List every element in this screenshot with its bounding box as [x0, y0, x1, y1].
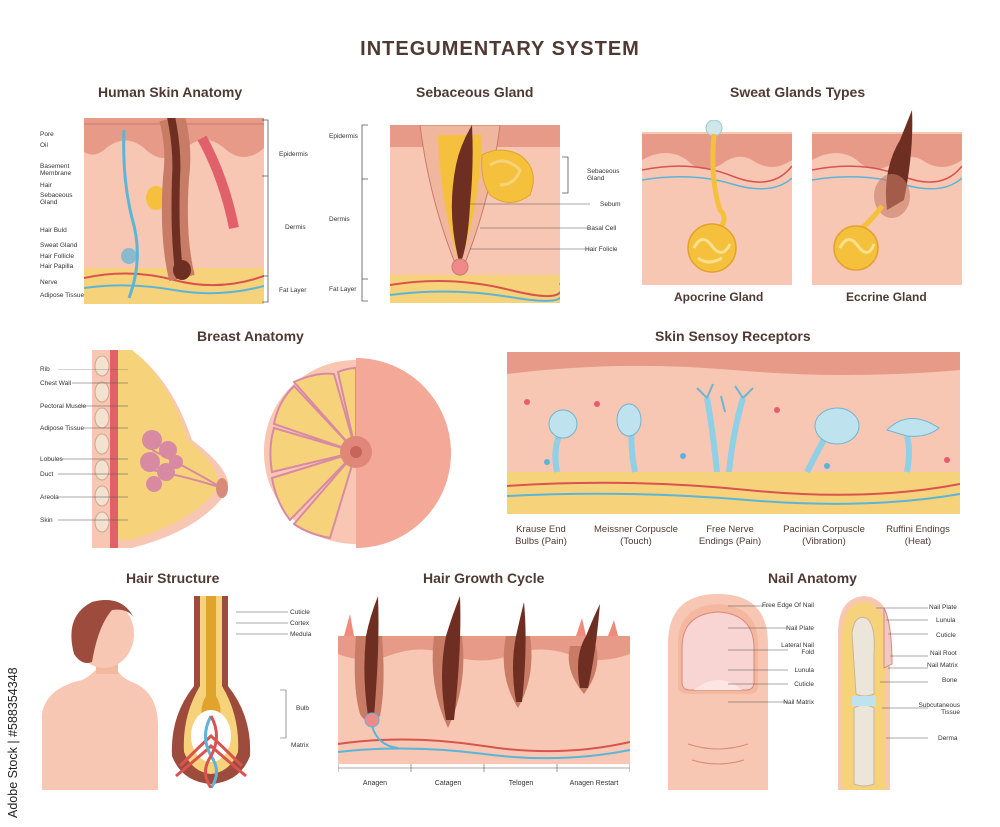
hair-label-cortex: Cortex: [290, 620, 310, 627]
sebaceous-label-fat-layer: Fat Layer: [329, 286, 357, 293]
hair-label-medula: Medula: [290, 631, 312, 638]
skin-anatomy-title: Human Skin Anatomy: [98, 84, 243, 100]
breast-label-pectoral-muscle: Pectoral Muscle: [40, 403, 87, 410]
breast-label-chest-wall: Chest Wall: [40, 380, 72, 387]
sebaceous-label-basal-cell: Basal Cell: [587, 225, 617, 232]
main-title: INTEGUMENTARY SYSTEM: [360, 38, 640, 60]
nail-label-nail-plate: Nail Plate: [786, 625, 814, 632]
skin-label-epidermis: Epidermis: [279, 151, 308, 158]
sebaceous-label-epidermis: Epidermis: [329, 133, 358, 140]
skin-anatomy-illustration: [84, 118, 264, 304]
breast-anatomy-title: Breast Anatomy: [197, 328, 304, 344]
nail-label-lateral-fold: Lateral Nail Fold: [781, 642, 814, 656]
hair-growth-illustration: [338, 596, 630, 772]
growth-stage-anagen-restart: Anagen Restart: [569, 780, 619, 787]
sebaceous-label-dermis: Dermis: [329, 216, 350, 223]
skin-label-adipose-tissue: Adipose Tissue: [40, 292, 85, 299]
receptor-pacinian: Pacinian Corpuscle(Vibration): [783, 524, 865, 547]
skin-label-sweat-gland: Sweat Gland: [40, 242, 78, 249]
sebaceous-label-hair-folicle: Hair Folicle: [585, 246, 618, 253]
hair-growth-title: Hair Growth Cycle: [423, 570, 545, 586]
sebaceous-label-gland: Sebaceous Gland: [587, 168, 620, 182]
nail-top-leaders: [728, 605, 788, 703]
skin-label-dermis: Dermis: [285, 224, 306, 231]
eccrine-gland-illustration: [812, 110, 962, 285]
skin-layer-brackets: [262, 119, 269, 303]
eccrine-gland-caption: Eccrine Gland: [846, 290, 927, 304]
stock-watermark: Adobe Stock | #588354348: [6, 667, 20, 818]
nail-side-leaders: [876, 607, 928, 739]
breast-label-lobules: Lobules: [40, 456, 63, 463]
breast-label-duct: Duct: [40, 471, 54, 478]
human-torso-illustration: [42, 600, 158, 790]
receptors-illustration: [507, 352, 960, 514]
breast-side-illustration: [92, 350, 228, 548]
skin-label-basement-membrane: Basement Membrane: [40, 163, 72, 177]
nail-side-illustration: [838, 596, 893, 790]
nail-label-nail-matrix: Nail Matrix: [783, 699, 814, 706]
skin-label-fat-layer: Fat Layer: [279, 287, 307, 294]
skin-label-hair: Hair: [40, 182, 52, 189]
growth-stage-anagen: Anagen: [362, 780, 388, 787]
breast-label-rib: Rib: [40, 366, 50, 373]
receptor-meissner: Meissner Corpuscle(Touch): [594, 524, 678, 547]
skin-label-hair-papilla: Hair Papilla: [40, 263, 74, 270]
sebaceous-title: Sebaceous Gland: [416, 84, 534, 100]
apocrine-gland-caption: Apocrine Gland: [674, 290, 764, 304]
skin-label-hair-follicle: Hair Follicle: [40, 253, 74, 260]
breast-label-skin: Skin: [40, 517, 53, 524]
hair-label-bulb: Bulb: [296, 705, 310, 712]
hair-structure-illustration: [171, 596, 251, 788]
hair-label-matrix: Matrix: [291, 742, 309, 749]
nail-side-label-subcutaneous: Subcutaneous Tissue: [918, 702, 960, 716]
nail-label-free-edge: Free Edge Of Nail: [761, 602, 814, 609]
nail-label-lunula: Lunula: [794, 667, 814, 674]
sebaceous-label-sebum: Sebum: [600, 201, 621, 208]
nail-side-label-lunula: Lunula: [936, 617, 956, 624]
breast-label-adipose-tissue: Adipose Tissue: [40, 425, 85, 432]
growth-stage-telogen: Telogen: [508, 780, 534, 787]
breast-leader-lines: [58, 369, 128, 521]
sebaceous-leader-lines: [470, 203, 590, 250]
skin-label-sebaceous-gland: Sebaceous Gland: [40, 192, 73, 206]
nail-label-cuticle: Cuticle: [794, 681, 814, 688]
nail-side-label-cuticle: Cuticle: [936, 632, 956, 639]
skin-label-nerve: Nerve: [40, 279, 58, 286]
apocrine-gland-illustration: [642, 120, 792, 285]
sebaceous-layer-brackets: [361, 124, 368, 302]
hair-structure-leaders: [236, 611, 288, 739]
nail-side-label-matrix: Nail Matrix: [927, 662, 958, 669]
nail-anatomy-title: Nail Anatomy: [768, 570, 857, 586]
skin-label-oil: Oil: [40, 142, 48, 149]
breast-front-illustration: [264, 358, 451, 548]
hair-label-cuticle: Cuticle: [290, 609, 310, 616]
skin-label-pore: Pore: [40, 131, 54, 138]
skin-label-hair-buld: Hair Buld: [40, 227, 67, 234]
breast-label-areola: Areola: [40, 494, 59, 501]
hair-structure-title: Hair Structure: [126, 570, 220, 586]
sweat-glands-title: Sweat Glands Types: [730, 84, 866, 100]
nail-side-label-root: Nail Root: [930, 650, 957, 657]
nail-side-label-bone: Bone: [942, 677, 958, 684]
nail-top-illustration: [668, 594, 768, 790]
receptor-ruffini: Ruffini Endings(Heat): [886, 524, 950, 547]
sebaceous-gland-bracket: [562, 156, 569, 194]
receptors-title: Skin Sensoy Receptors: [655, 328, 811, 344]
sebaceous-illustration: [390, 125, 560, 303]
growth-stage-catagen: Catagen: [434, 780, 462, 787]
nail-side-label-plate: Nail Plate: [929, 604, 957, 611]
nail-side-label-derma: Derma: [938, 735, 958, 742]
